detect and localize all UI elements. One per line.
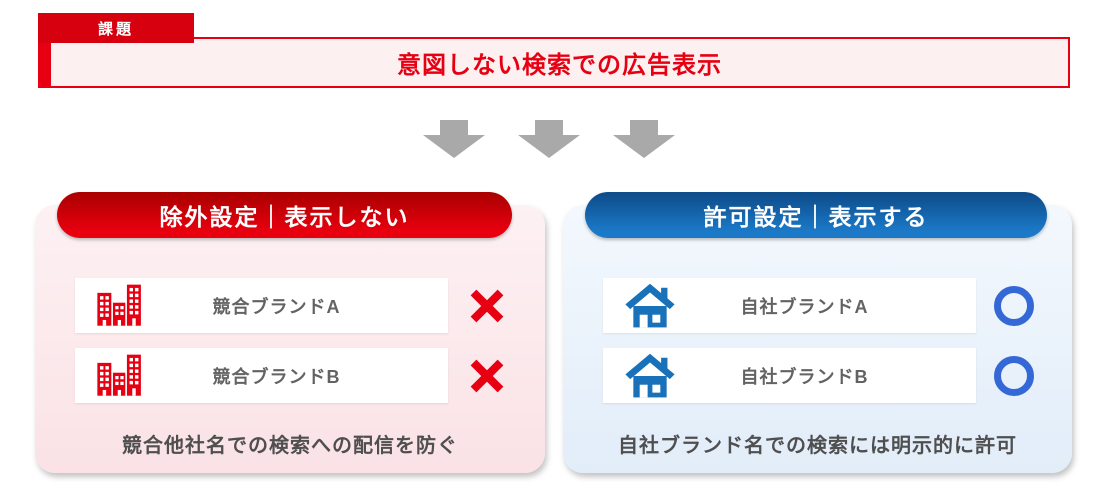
exclude-panel-header: 除外設定｜表示しない	[57, 192, 512, 238]
allow-caption: 自社ブランド名での検索には明示的に許可	[618, 435, 1017, 457]
allow-panel-header: 許可設定｜表示する	[585, 192, 1047, 238]
circle-icon	[994, 355, 1034, 396]
brand-card: 自社ブランドA	[603, 278, 976, 333]
arrow-down-icon	[518, 120, 580, 158]
circle-icon	[994, 285, 1034, 326]
buildings-icon	[97, 354, 141, 396]
exclude-mark-wrap	[448, 358, 525, 394]
allow-row-2: 自社ブランドB	[603, 348, 1052, 403]
brand-label: 競合ブランドB	[212, 366, 341, 387]
allow-mark-wrap	[976, 355, 1052, 396]
exclude-mark-wrap	[448, 288, 525, 324]
brand-label: 競合ブランドA	[212, 296, 341, 317]
arrow-down-icon	[423, 120, 485, 158]
brand-card: 競合ブランドA	[75, 278, 448, 333]
issue-tag: 課題	[38, 13, 194, 43]
brand-card: 自社ブランドB	[603, 348, 976, 403]
issue-header-box: 意図しない検索での広告表示	[38, 37, 1070, 88]
house-icon	[625, 353, 675, 397]
exclude-panel: 競合ブランドA 競合ブランドB 競合他社名での検索への配信を防ぐ	[35, 205, 545, 473]
x-icon	[469, 358, 505, 394]
issue-title: 意図しない検索での広告表示	[397, 52, 722, 79]
exclude-row-1: 競合ブランドA	[75, 278, 525, 333]
exclude-row-2: 競合ブランドB	[75, 348, 525, 403]
allow-mark-wrap	[976, 285, 1052, 326]
allow-panel: 自社ブランドA 自社ブランドB 自社ブランド名での検索には明示的に許可	[563, 205, 1072, 473]
x-icon	[469, 288, 505, 324]
brand-label: 自社ブランドB	[740, 366, 869, 387]
brand-label: 自社ブランドA	[740, 296, 869, 317]
buildings-icon	[97, 284, 141, 326]
brand-card: 競合ブランドB	[75, 348, 448, 403]
exclude-caption: 競合他社名での検索への配信を防ぐ	[122, 435, 458, 457]
flow-arrows	[423, 120, 675, 158]
house-icon	[625, 283, 675, 327]
arrow-down-icon	[613, 120, 675, 158]
allow-row-1: 自社ブランドA	[603, 278, 1052, 333]
